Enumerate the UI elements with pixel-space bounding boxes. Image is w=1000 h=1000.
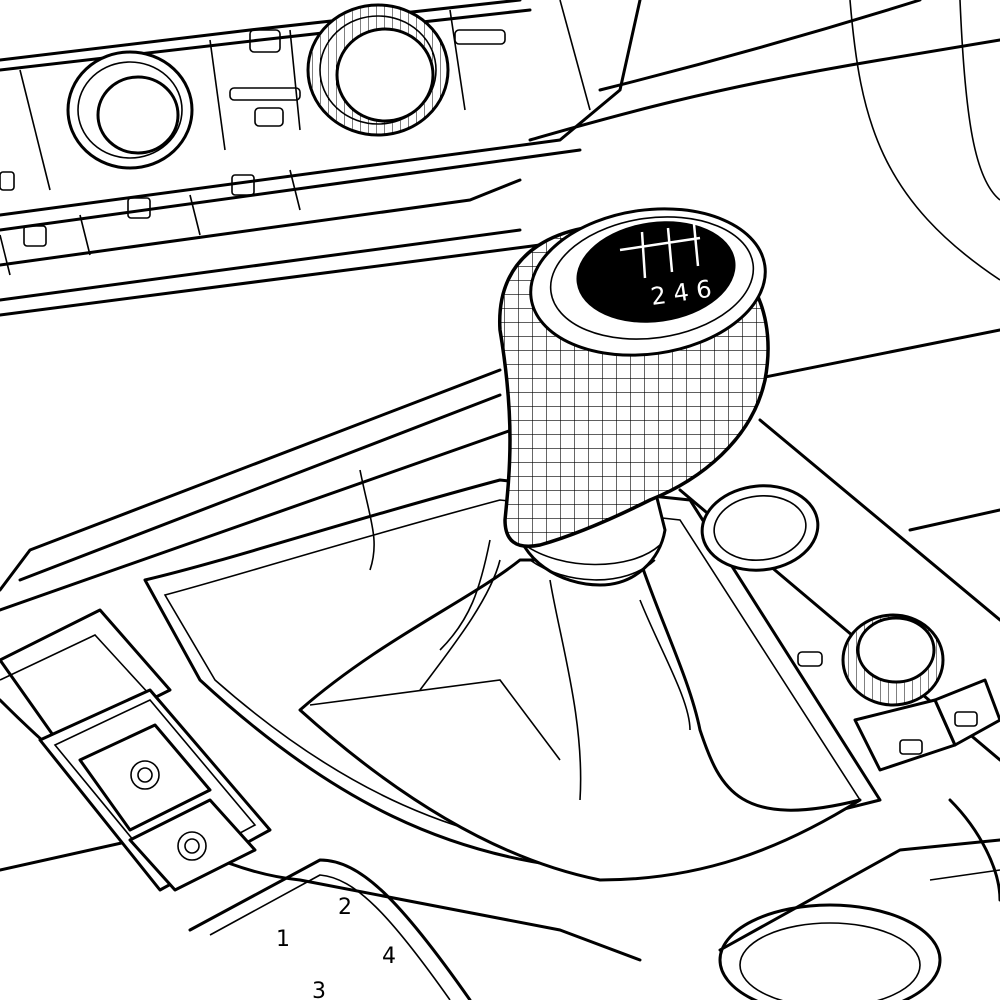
keypad-panel bbox=[188, 858, 472, 1000]
round-console-button[interactable] bbox=[698, 480, 822, 576]
parking-brake-button[interactable] bbox=[78, 723, 212, 832]
auto-hold-icon bbox=[177, 831, 207, 861]
keypad-key-2[interactable]: 2 bbox=[338, 895, 352, 920]
gear-shift-knob[interactable]: 2 4 6 bbox=[498, 194, 775, 587]
keypad-key-3[interactable]: 3 bbox=[312, 979, 326, 1000]
shift-boot bbox=[298, 469, 862, 882]
parking-brake-icon bbox=[130, 760, 160, 790]
dial-side-buttons[interactable] bbox=[797, 651, 1000, 772]
cup-holder bbox=[718, 798, 1000, 1000]
drive-mode-dial[interactable] bbox=[841, 613, 945, 707]
keypad-key-1[interactable]: 1 bbox=[276, 927, 290, 952]
auto-hold-button[interactable] bbox=[128, 798, 257, 892]
left-storage-tray bbox=[0, 608, 172, 747]
gear-pattern-diagram: 2 4 6 bbox=[619, 223, 713, 311]
left-climate-dial[interactable] bbox=[66, 50, 194, 170]
dashboard-right-contour bbox=[528, 0, 1000, 281]
keypad-key-4[interactable]: 4 bbox=[382, 944, 396, 969]
dashboard-panel bbox=[0, 0, 642, 317]
keypad-keys[interactable]: 1 2 4 3 bbox=[276, 895, 396, 1000]
right-climate-dial[interactable] bbox=[306, 3, 450, 137]
dash-button-row[interactable] bbox=[0, 29, 506, 247]
